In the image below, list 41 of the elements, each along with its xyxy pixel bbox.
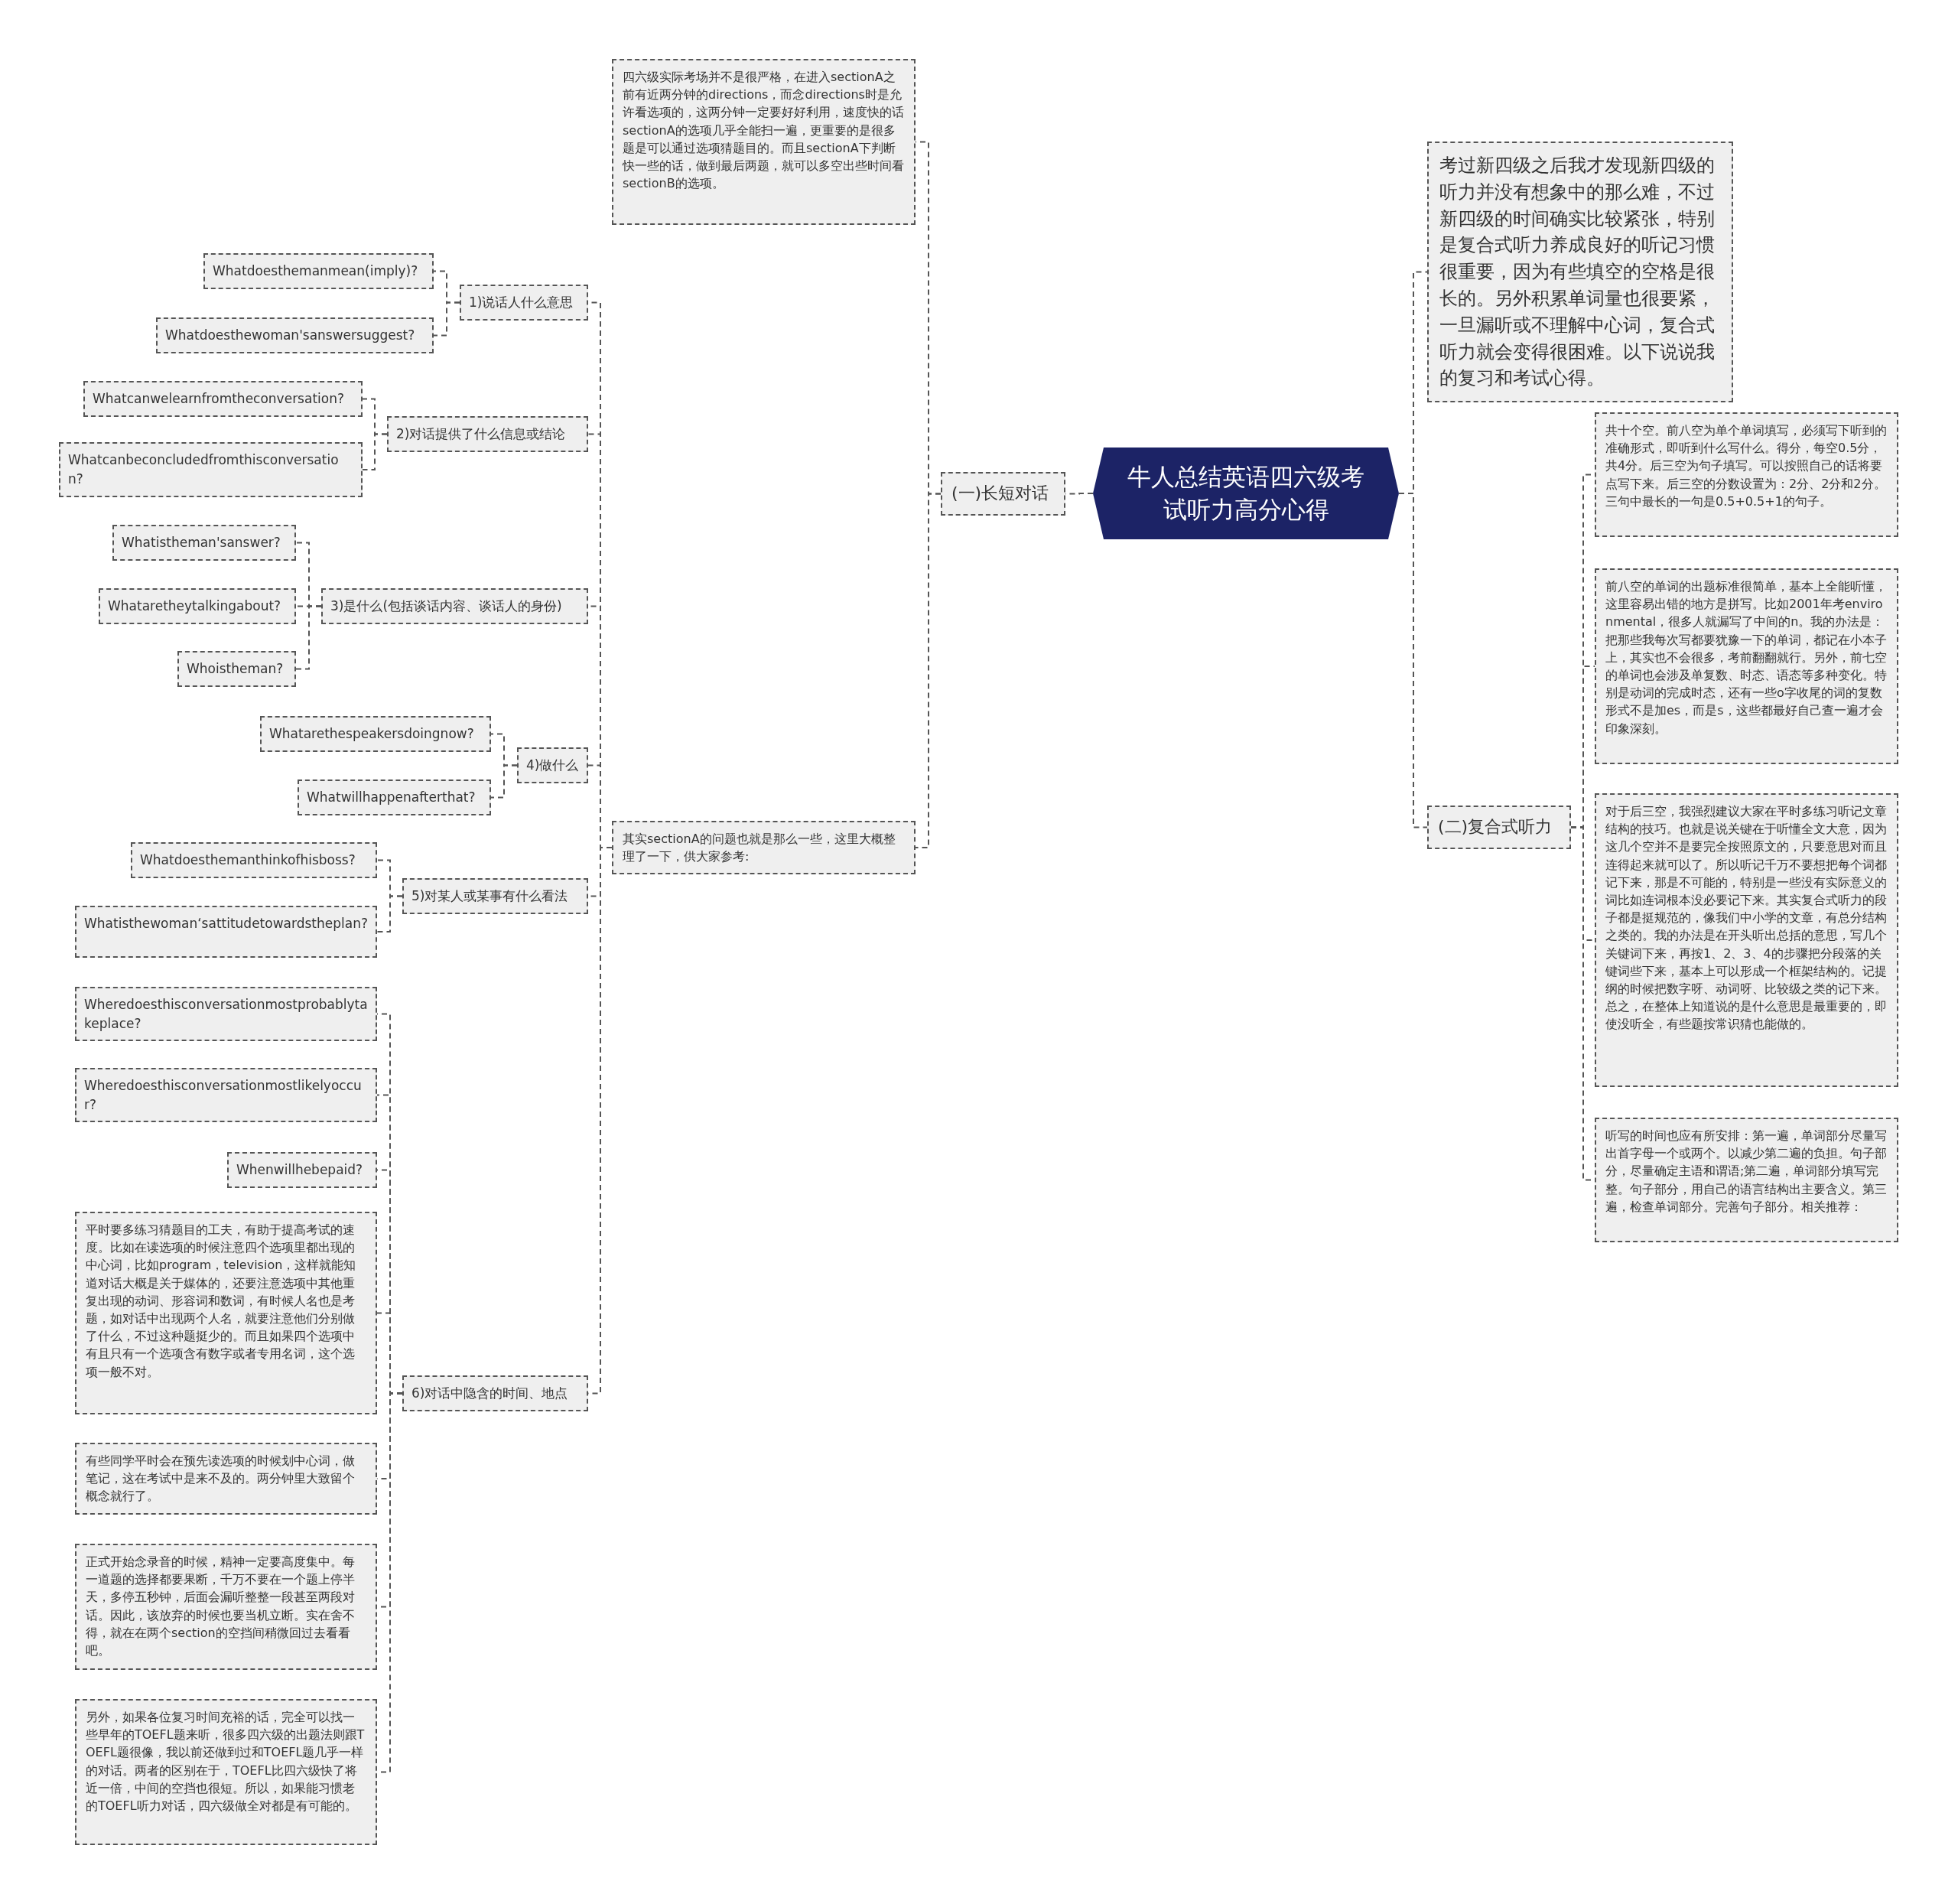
note-box: 正式开始念录音的时候，精神一定要高度集中。每一道题的选择都要果断，千万不要在一个题上停半天，多停五秒钟，后面会漏听整整一段甚至两段对话。因此，该放弃的时候也要当机立断。实在舍不得，就在在两个section的空挡间稍微回过去看看吧。 [75,1544,377,1670]
question-box: Whatistheman'sanswer? [112,525,296,561]
note-box: 共十个空。前八空为单个单词填写，必须写下听到的准确形式，即听到什么写什么。得分，每空0.5分，共4分。后三空为句子填写。可以按照自己的话将要点写下来。后三空的分数设置为：2分、2分和2分。三句中最长的一句是0.5+0.5+1的句子。 [1595,412,1898,537]
note-box: 平时要多练习猜题目的工夫，有助于提高考试的速度。比如在读选项的时候注意四个选项里都出现的中心词，比如program，television，这样就能知道对话大概是关于媒体的，还要注意选项中其他重复出现的动词、形容词和数词，有时候人名也是考题，如对话中出现两个人名，就要注意他们分别做了什么，不过这种题挺少的。而且如果四个选项中有且只有一个选项含有数字或者专用名词，这个选项一般不对。 [75,1212,377,1414]
connector-line [362,433,388,470]
topic-box: 2)对话提供了什么信息或结论 [387,416,588,452]
intro-box: 考过新四级之后我才发现新四级的听力并没有想象中的那么难，不过新四级的时间确实比较紧张，特别是复合式听力养成良好的听记习惯很重要，因为有些填空的空格是很长的。另外积累单词量也很要紧，一旦漏听或不理解中心词，复合式听力就会变得很困难。以下说说我的复习和考试心得。 [1427,142,1733,403]
topic-box: 6)对话中隐含的时间、地点 [402,1375,588,1411]
branch-box: (一)长短对话 [941,472,1065,516]
connector-line [1398,271,1428,494]
note-box: 其实sectionA的问题也就是那么一些，这里大概整理了一下，供大家参考: [612,821,916,875]
topic-box: 4)做什么 [517,747,588,783]
note-box: 有些同学平时会在预先读选项的时候划中心词，做笔记，这在考试中是来不及的。两分钟里大致留个概念就行了。 [75,1443,377,1515]
topic-box: 3)是什么(包括谈话内容、谈话人的身份) [321,588,588,624]
connector-line [433,301,460,337]
question-box: Whatdoesthewoman'sanswersuggest? [156,317,434,353]
question-box: Whatdoesthemanmean(imply)? [203,253,434,289]
question-box: Whataretheytalkingabout? [99,588,296,624]
connector-line [915,493,942,848]
central-topic: 牛人总结英语四六级考试听力高分心得 [1093,448,1399,539]
question-box: Whatcanbeconcludedfromthisconversation? [59,442,363,497]
note-box: 听写的时间也应有所安排：第一遍，单词部分尽量写出首字母一个或两个。以减少第二遍的负担。句子部分，尽量确定主语和谓语;第二遍，单词部分填写完整。句子部分，用自己的语言结构出主要含义。第三遍，检查单词部分。完善句子部分。相关推荐： [1595,1118,1898,1242]
question-box: Whatisthewoman‘sattitudetowardstheplan? [75,906,377,958]
topic-box: 5)对某人或某事有什么看法 [402,878,588,914]
question-box: Whatcanwelearnfromtheconversation? [83,381,363,417]
note-box: 另外，如果各位复习时间充裕的话，完全可以找一些早年的TOEFL题来听，很多四六级的出题法则跟TOEFL题很像，我以前还做到过和TOEFL题几乎一样的对话。两者的区别在于，TOEFL比四六级快了将近一倍，中间的空挡也很短。所以，如果能习惯老的TOEFL听力对话，四六级做全对都是有可能的。 [75,1699,377,1845]
note-box: 前八空的单词的出题标准很简单，基本上全能听懂，这里容易出错的地方是拼写。比如2001年考environmental，很多人就漏写了中间的n。我的办法是：把那些我每次写都要犹豫一下的单词，都记在小本子上，其实也不会很多，考前翻翻就行。另外，前七空的单词也会涉及单复数、时态、语态等多种变化。特别是动词的完成时态，还有一些o字收尾的词的复数形式不是加es，而是s，这些都最好自己查一遍才会印象深刻。 [1595,568,1898,764]
connector-line [295,605,322,670]
question-box: Whatwillhappenafterthat? [298,780,491,815]
connector-line [376,895,403,932]
question-box: Whenwillhebepaid? [227,1152,377,1188]
branch-box: (二)复合式听力 [1427,806,1571,849]
question-box: Wheredoesthisconversationmostprobablytakeplace? [75,987,377,1042]
note-box: 对于后三空，我强烈建议大家在平时多练习听记文章结构的技巧。也就是说关键在于听懂全文大意，因为这几个空并不是要完全按照原文的，只要意思对而且连得起来就可以了。所以听记千万不要想把每个词都记下来，那是不可能的，特别是一些没有实际意义的词比如连词根本没必要记下来。其实复合式听力的段子都是挺规范的，像我们中小学的文章，有总分结构之类的。我的办法是在开头听出总括的意思，写几个关键词下来，再按1、2、3、4的步骤把分段落的关键词些下来，基本上可以形成一个框架结构的。记提纲的时候把数字呀、动词呀、比较级之类的记下来。总之，在整体上知道说的是什么意思是最重要的，即使没听全，有些题按常识猜也能做的。 [1595,793,1898,1087]
question-box: Whatarethespeakersdoingnow? [260,716,491,752]
question-box: Whatdoesthemanthinkofhisboss? [131,842,377,878]
topic-box: 1)说话人什么意思 [460,285,588,321]
question-box: Wheredoesthisconversationmostlikelyoccur? [75,1068,377,1123]
note-box: 四六级实际考场并不是很严格，在进入sectionA之前有近两分钟的directions，而念directions时是允许看选项的，这两分钟一定要好好利用，速度快的话sectionA的选项几乎全能扫一遍，更重要的是很多题是可以通过选项猜题目的。而且sectionA下判断快一些的话，做到最后两题，就可以多空出些时间看sectionB的选项。 [612,59,916,225]
connector-line [490,764,518,799]
question-box: Whoistheman? [177,651,296,687]
